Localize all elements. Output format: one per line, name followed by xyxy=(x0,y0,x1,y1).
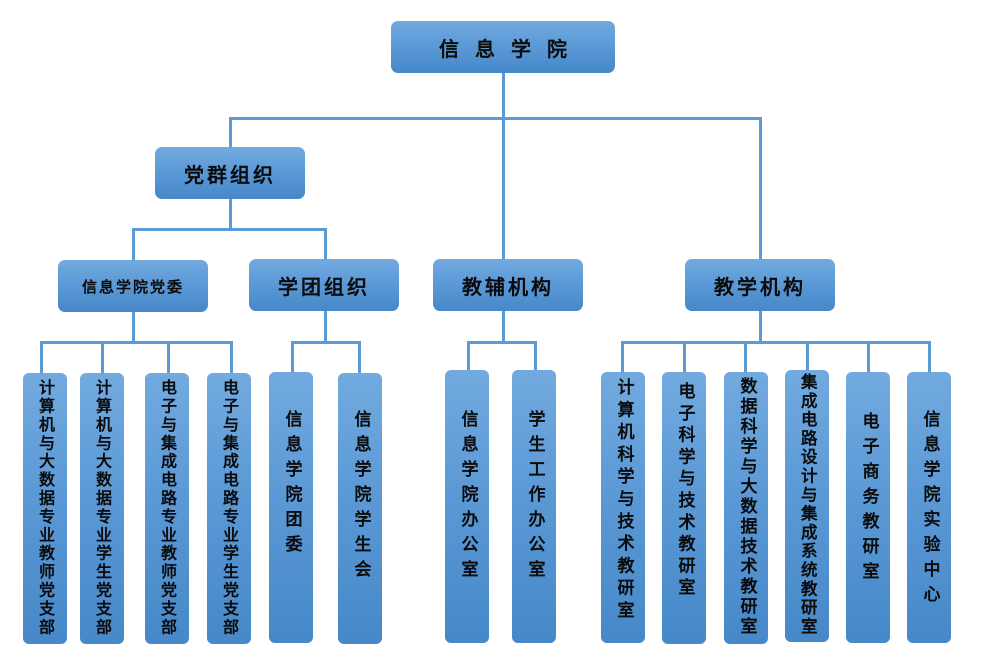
node-label: 计算机与大数据专业教师党支部 xyxy=(36,379,55,637)
connector-teaching-horizontal xyxy=(621,341,931,344)
connector-to-party-mass xyxy=(229,117,232,148)
connector-to-teaching xyxy=(759,117,762,259)
connector-drop xyxy=(101,341,104,373)
node-label: 电子商务教研室 xyxy=(858,412,879,587)
org-leaf-teaching-office: 集成电路设计与集成系统教研室 xyxy=(785,370,829,642)
connector-drop xyxy=(358,341,361,373)
connector-drop xyxy=(534,341,537,371)
node-label: 信息学院 xyxy=(439,36,583,61)
node-label: 教辅机构 xyxy=(462,274,554,299)
connector-drop xyxy=(467,341,470,371)
node-label: 信息学院团委 xyxy=(281,410,302,560)
connector-youth-org-down xyxy=(324,311,327,343)
connector-drop xyxy=(806,341,809,371)
connector-party-committee-down xyxy=(132,312,135,343)
org-node-youth-org: 学团组织 xyxy=(249,259,399,311)
connector-to-youth-org xyxy=(324,228,327,260)
org-node-support: 教辅机构 xyxy=(433,259,583,311)
node-label: 教学机构 xyxy=(714,274,806,299)
connector-party-mass-down xyxy=(229,198,232,230)
connector-root-down xyxy=(502,72,505,119)
org-leaf-student-union: 信息学院学生会 xyxy=(338,373,382,644)
node-label: 集成电路设计与集成系统教研室 xyxy=(798,373,818,637)
org-leaf-teaching-office: 电子科学与技术教研室 xyxy=(662,372,706,644)
node-label: 信息学院学生会 xyxy=(350,410,371,585)
connector-drop xyxy=(230,341,233,373)
org-node-party-mass: 党群组织 xyxy=(155,147,305,199)
connector-party-committee-horizontal xyxy=(40,341,233,344)
connector-youth-org-horizontal xyxy=(291,341,361,344)
connector-party-mass-horizontal xyxy=(132,228,327,231)
connector-drop xyxy=(291,341,294,373)
connector-to-support xyxy=(502,117,505,259)
node-label: 计算机科学与技术教研室 xyxy=(613,378,634,624)
org-leaf-youth-league: 信息学院团委 xyxy=(269,372,313,643)
org-leaf-college-office: 信息学院办公室 xyxy=(445,370,489,643)
org-leaf-party-branch: 计算机与大数据专业教师党支部 xyxy=(23,373,67,644)
org-leaf-teaching-office: 计算机科学与技术教研室 xyxy=(601,372,645,643)
connector-support-down xyxy=(502,311,505,343)
node-label: 电子科学与技术教研室 xyxy=(674,382,695,600)
org-leaf-lab-center: 信息学院实验中心 xyxy=(907,372,951,643)
org-node-party-committee: 信息学院党委 xyxy=(58,260,208,312)
connector-drop xyxy=(167,341,170,373)
org-root-node: 信息学院 xyxy=(391,21,615,73)
connector-drop xyxy=(744,341,747,373)
connector-support-horizontal xyxy=(467,341,537,344)
connector-drop xyxy=(683,341,686,373)
node-label: 学生工作办公室 xyxy=(524,410,545,585)
connector-to-party-committee xyxy=(132,228,135,260)
org-leaf-party-branch: 计算机与大数据专业学生党支部 xyxy=(80,373,124,644)
org-leaf-teaching-office: 数据科学与大数据技术教研室 xyxy=(724,372,768,644)
connector-drop xyxy=(928,341,931,373)
connector-drop xyxy=(40,341,43,373)
org-leaf-party-branch: 电子与集成电路专业学生党支部 xyxy=(207,373,251,644)
node-label: 信息学院实验中心 xyxy=(919,410,940,610)
connector-drop xyxy=(621,341,624,373)
node-label: 电子与集成电路专业学生党支部 xyxy=(220,379,239,637)
org-leaf-student-affairs-office: 学生工作办公室 xyxy=(512,370,556,643)
node-label: 计算机与大数据专业学生党支部 xyxy=(93,379,112,637)
node-label: 学团组织 xyxy=(278,274,370,299)
node-label: 数据科学与大数据技术教研室 xyxy=(736,377,757,637)
node-label: 电子与集成电路专业教师党支部 xyxy=(158,379,177,637)
node-label: 信息学院办公室 xyxy=(457,410,478,585)
node-label: 党群组织 xyxy=(184,162,276,187)
org-node-teaching: 教学机构 xyxy=(685,259,835,311)
org-leaf-teaching-office: 电子商务教研室 xyxy=(846,372,890,643)
connector-drop xyxy=(867,341,870,373)
connector-teaching-down xyxy=(759,311,762,343)
node-label: 信息学院党委 xyxy=(81,277,184,296)
org-leaf-party-branch: 电子与集成电路专业教师党支部 xyxy=(145,373,189,644)
connector-top-horizontal xyxy=(229,117,762,120)
